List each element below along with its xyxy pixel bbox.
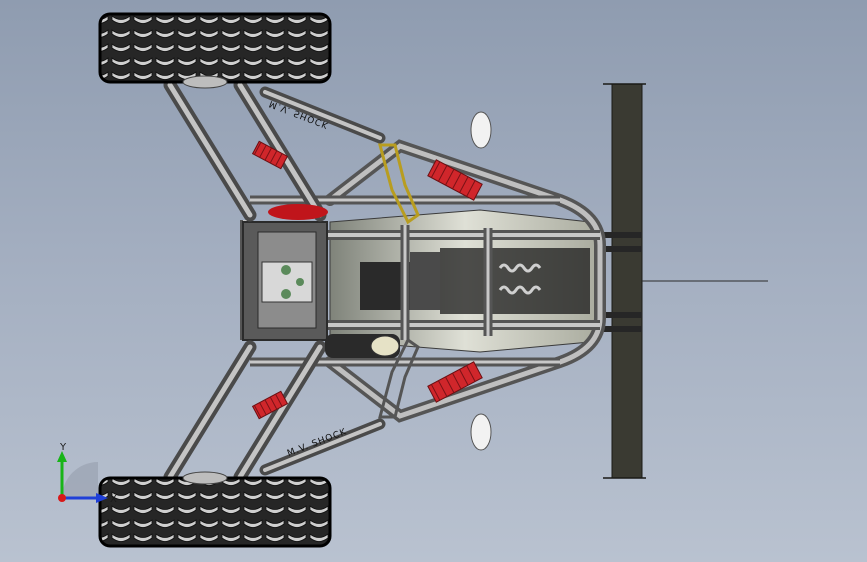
front-suspension [163,78,386,484]
rear-bumper [585,83,768,479]
x-axis-label: X [110,494,117,505]
front-tire-top [98,12,332,84]
chassis-floor [329,209,601,353]
front-tire-bottom [98,476,332,548]
orientation-triad: Y X [57,442,117,505]
coilover-springs [251,140,483,420]
y-axis-label: Y [59,442,67,453]
wheel-hubs [182,75,228,485]
muffler [325,334,400,358]
rear-hubs [470,111,492,451]
front-bulkhead [242,221,328,341]
rear-uprights [378,143,420,419]
z-axis [58,494,66,502]
